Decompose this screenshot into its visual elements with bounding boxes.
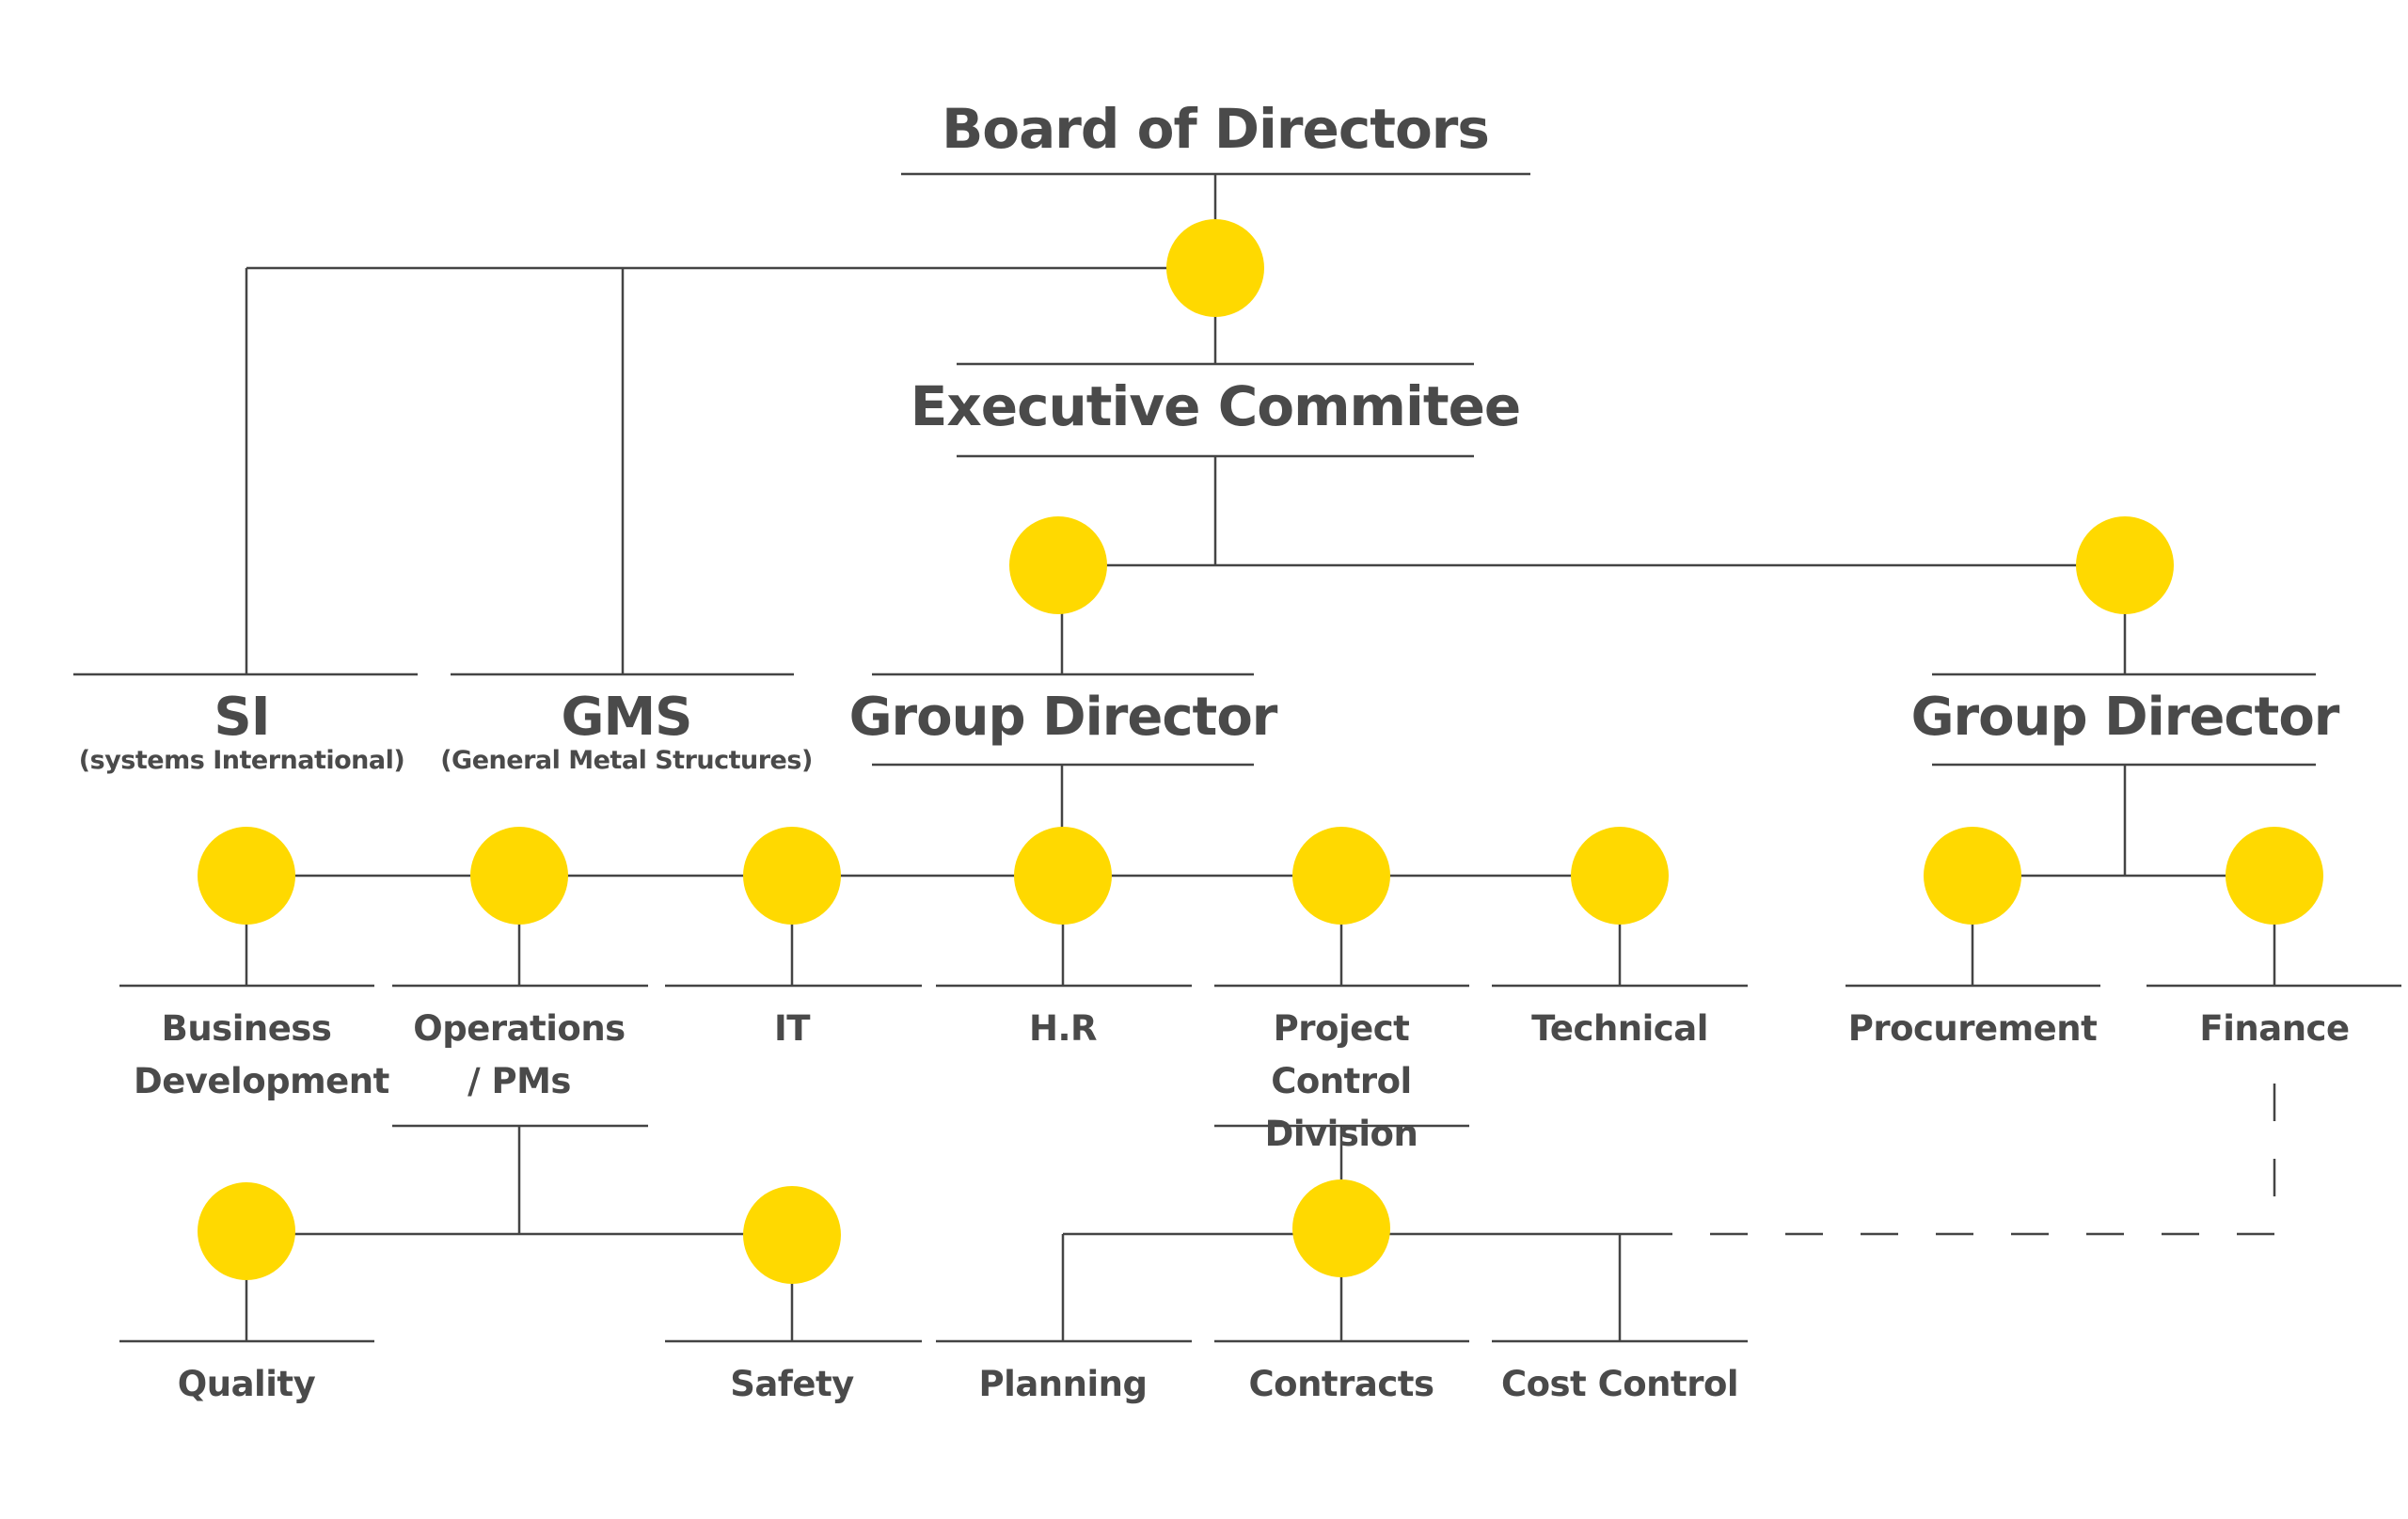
dept-it: IT: [773, 1008, 811, 1049]
dept-business-development: Business Development: [134, 1008, 389, 1101]
dept-contracts: Contracts: [1248, 1364, 1434, 1404]
node-group-director-1: [1009, 516, 1107, 614]
dept-technical: Technical: [1531, 1008, 1708, 1049]
dept-safety: Safety: [730, 1364, 854, 1404]
node-operations: [470, 827, 568, 925]
dept-hr: H.R: [1028, 1008, 1098, 1049]
node-board: [1166, 219, 1264, 317]
node-it: [743, 827, 841, 925]
node-contracts: [1292, 1179, 1390, 1277]
group-director-1-title: Group Director: [848, 687, 1278, 748]
node-technical: [1571, 827, 1669, 925]
subsidiary-si-subtitle: (systems International): [78, 746, 405, 775]
node-project-control: [1292, 827, 1390, 925]
group-director-2-title: Group Director: [1910, 687, 2340, 748]
nodes: [198, 219, 2323, 1284]
node-safety: [743, 1186, 841, 1284]
dept-procurement: Procurement: [1847, 1008, 2098, 1049]
node-business-development: [198, 827, 295, 925]
node-procurement: [1924, 827, 2021, 925]
subsidiary-gms-name: GMS: [561, 687, 692, 748]
subsidiary-gms-subtitle: (General Metal Structures): [440, 746, 813, 775]
executive-title: Executive Commitee: [910, 374, 1522, 438]
dashed-link-finance-cost-control: [1657, 1084, 2276, 1236]
board-title: Board of Directors: [942, 97, 1490, 161]
node-group-director-2: [2076, 516, 2174, 614]
node-quality: [198, 1182, 295, 1280]
node-hr: [1014, 827, 1112, 925]
dept-cost-control: Cost Control: [1500, 1364, 1739, 1404]
connector-lines: [73, 172, 2401, 1343]
dept-project-control: Project Control Division: [1264, 1008, 1418, 1154]
node-finance: [2226, 827, 2323, 925]
dept-quality: Quality: [177, 1364, 316, 1404]
subsidiary-si-name: SI: [214, 687, 270, 748]
dept-operations: Operations / PMs: [413, 1008, 626, 1101]
dept-planning: Planning: [978, 1364, 1148, 1404]
dept-finance: Finance: [2199, 1008, 2350, 1049]
